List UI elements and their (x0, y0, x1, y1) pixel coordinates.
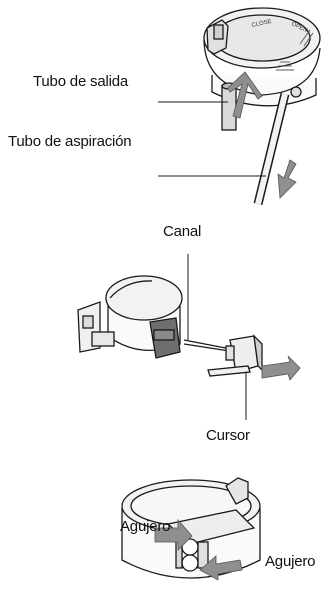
label-canal: Canal (163, 223, 202, 240)
arrow-outlet-removal (227, 71, 263, 119)
arrow-hole-left (154, 518, 193, 551)
label-agujero-left: Agujero (120, 518, 171, 535)
arrow-cursor-slide (261, 355, 301, 381)
label-agujero-right: Agujero (265, 553, 316, 570)
close-marking: CLOSE (251, 19, 272, 29)
arrow-hole-right (199, 555, 243, 581)
arrow-aspiration-removal (277, 159, 297, 199)
pump-body-with-cursor (77, 275, 183, 359)
label-tubo-aspiracion: Tubo de aspiración (8, 133, 132, 150)
aspiration-tube (253, 92, 290, 206)
label-cursor: Cursor (206, 427, 250, 444)
label-tubo-salida: Tubo de salida (33, 73, 129, 90)
cursor-piece (207, 334, 263, 377)
pump-base-holes (121, 477, 261, 579)
